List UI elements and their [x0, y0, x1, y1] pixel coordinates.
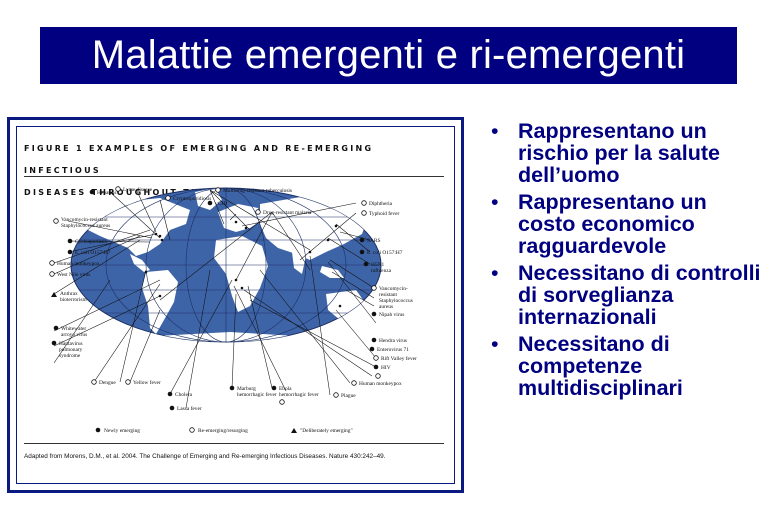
map-land [82, 188, 368, 342]
label-anthrax-1: Anthrax [60, 291, 78, 297]
label-cyclospor: Cyclosporiasis [75, 239, 107, 245]
bullet-dot: • [491, 119, 499, 143]
label-vanco-west-2: Staphylococcus aureus [61, 223, 110, 229]
label-marburg-2: hemorrhagic fever [237, 391, 277, 398]
label-plague: Plague [341, 393, 356, 399]
figure-header-line2: DISEASES THROUGHOUT THE WORLD. [24, 188, 264, 197]
bullet-text: Necessitano di competenze multidisciplin… [518, 332, 683, 400]
bullet-dot: • [491, 190, 499, 214]
label-ebola-1: Ebola [279, 386, 292, 392]
figure-bottom-rule [24, 443, 444, 444]
label-drug-malaria: Drug-resistant malaria [263, 210, 312, 216]
bullet-text: Necessitano di controlli di sorveglianza… [518, 261, 761, 329]
figure-top-rule [24, 176, 444, 177]
legend-deliberate: "Deliberately emerging" [300, 428, 353, 434]
map-graticule [71, 188, 381, 342]
label-vanco-east-4: aureus [379, 304, 393, 310]
legend-reemerging: Re-emerging/resurging [198, 428, 248, 434]
label-marburg-1: Marburg [237, 386, 256, 392]
label-ecoli-east: E. coli O157:H7 [367, 250, 403, 256]
label-hanta-1: Hantavirus [59, 341, 83, 347]
label-mdr-tb: Multidrug-resistant tuberculosis [223, 188, 292, 194]
label-vanco-east-1: Vancomycin- [379, 286, 408, 292]
bullet-text: Rappresentano un rischio per la salute d… [518, 119, 720, 187]
label-hanta-2: pulmonary [59, 347, 83, 353]
figure-inner-border [16, 126, 455, 484]
label-dengue: Dengue [99, 380, 116, 386]
bullet-text: Rappresentano un costo economico ragguar… [518, 190, 707, 258]
figure-source: Adapted from Morens, D.M., et al. 2004. … [24, 453, 386, 460]
label-hepatitis-c: Hepatitis C [97, 190, 122, 196]
label-west-nile: West Nile virus [57, 272, 90, 278]
label-vanco-east-3: Staphylococcus [379, 298, 413, 304]
label-entero: Enterovirus 71 [377, 347, 409, 353]
label-ebola-2: hemorrhagic fever [279, 391, 319, 398]
disease-labels: Hepatitis C Lyme disease Cryptosporidios… [57, 187, 417, 412]
label-diphtheria: Diphtheria [369, 201, 393, 207]
markers-re-emerging [49, 186, 381, 433]
label-hendra: Hendra virus [379, 338, 407, 344]
label-whitewater-2: arroyo virus [61, 332, 87, 338]
figure-header-line1: FIGURE 1 EXAMPLES OF EMERGING AND RE-EME… [24, 144, 374, 175]
label-sars: SARS [367, 238, 381, 244]
markers-newly-emerging [51, 189, 379, 433]
label-rift: Rift Valley fever [381, 355, 417, 362]
legend-newly: Newly emerging [104, 428, 140, 434]
label-h5n1-1: H5N1 [371, 262, 384, 268]
figure-header: FIGURE 1 EXAMPLES OF EMERGING AND RE-EME… [24, 138, 444, 204]
bullet-item: • Necessitano di competenze multidiscipli… [485, 333, 770, 399]
label-yellow: Yellow fever [133, 379, 161, 386]
bullet-list: • Rappresentano un rischio per la salute … [485, 120, 770, 404]
label-lyme: Lyme disease [123, 187, 153, 193]
bullet-item: • Rappresentano un costo economico raggua… [485, 191, 770, 257]
label-anthrax-2: bioterrorism [60, 297, 87, 303]
label-monkeypox-east: Human monkeypox [359, 381, 402, 387]
label-vanco-east-2: resistant [379, 292, 397, 298]
label-nipah: Nipah virus [379, 312, 404, 318]
label-whitewater-1: Whitewater [61, 326, 86, 332]
bullet-dot: • [491, 261, 499, 285]
bullet-dot: • [491, 332, 499, 356]
label-h5n1-2: influenza [371, 267, 392, 274]
figure-frame: FIGURE 1 EXAMPLES OF EMERGING AND RE-EME… [7, 117, 464, 493]
label-typhoid: Typhoid fever [369, 210, 400, 217]
label-hanta-3: syndrome [59, 353, 81, 359]
label-vanco-west-1: Vancomycin-resistant [61, 217, 108, 223]
bullet-item: • Rappresentano un rischio per la salute … [485, 120, 770, 186]
slide-title: Malattie emergenti e ri-emergenti [40, 27, 737, 84]
figure-legend: Newly emerging Re-emerging/resurging "De… [104, 428, 353, 434]
label-hiv: HIV [381, 365, 391, 371]
world-map-figure: Hepatitis C Lyme disease Cryptosporidios… [49, 186, 417, 434]
label-crypto: Cryptosporidiosis [173, 196, 211, 202]
markers-deliberate [51, 292, 297, 433]
label-vcjd: vCJD [215, 201, 227, 207]
label-monkeypox-west: Human monkeypox [57, 261, 100, 267]
label-ecoli-west: E. coli O157:H7 [75, 250, 111, 256]
label-cholera: Cholera [175, 392, 193, 398]
bullet-item: • Necessitano di controlli di sorveglianz… [485, 262, 770, 328]
label-lassa: Lassa fever [177, 405, 202, 412]
